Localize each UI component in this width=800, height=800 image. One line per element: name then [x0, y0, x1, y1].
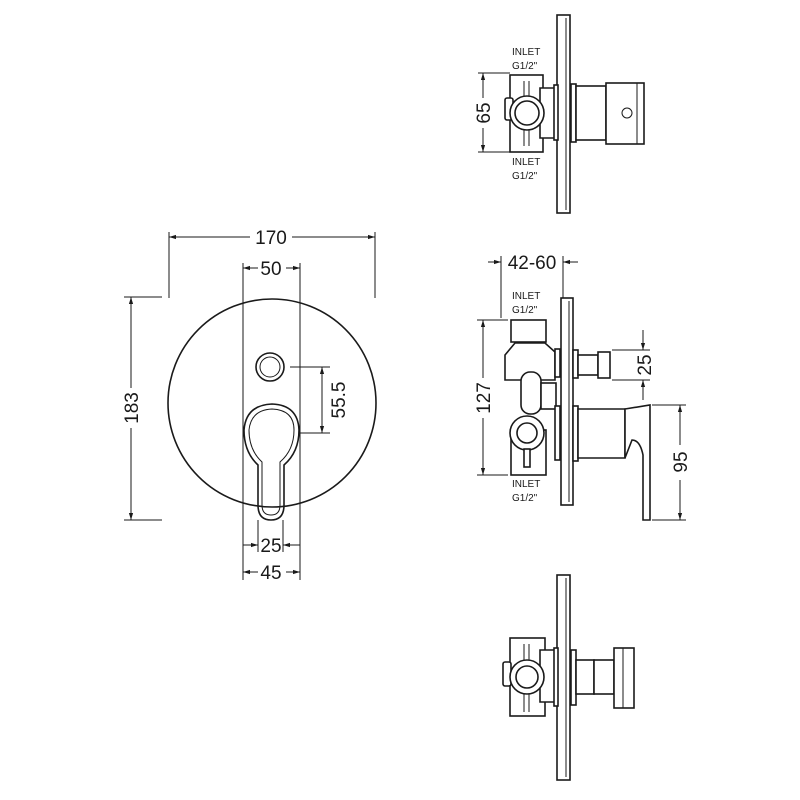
inlet-size-label: G1/2" — [512, 493, 538, 504]
handle-body — [577, 408, 626, 459]
dim-handle-width-label: 45 — [260, 563, 281, 584]
body-stub — [540, 382, 557, 410]
diverter-button-stem — [577, 354, 599, 376]
cover-plate — [167, 298, 377, 508]
dim-button-to-handle-label: 55.5 — [329, 382, 350, 419]
inlet-port-bore — [516, 422, 538, 444]
dim-lever-width-label: 25 — [260, 536, 281, 557]
inlet-port-bore — [515, 665, 539, 689]
spindle-cap — [605, 82, 645, 145]
dim-width-label: 170 — [255, 228, 287, 249]
inlet-label: INLET — [512, 479, 540, 490]
dim-handle-height-label: 95 — [671, 451, 692, 472]
dim-button-offset-label: 50 — [260, 259, 281, 280]
flange — [553, 647, 559, 707]
spindle-sleeve — [575, 85, 607, 141]
wall-plate — [560, 297, 574, 506]
dim-wall-depth-label: 42-60 — [508, 253, 557, 274]
wall-plate — [556, 14, 571, 214]
dim-button-height-label: 25 — [635, 354, 656, 375]
top-side-view: 65 INLET G1/2" INLET G1/2" — [474, 14, 645, 214]
inlet-size-label: G1/2" — [512, 305, 538, 316]
diverter-button — [255, 352, 285, 382]
label-background — [258, 563, 286, 581]
front-view: 170 50 55.5 183 25 45 — [122, 228, 377, 584]
flange — [554, 405, 561, 461]
inlet-size-label: G1/2" — [512, 171, 538, 182]
bottom-view — [502, 574, 635, 781]
top-inlet — [510, 319, 547, 343]
inlet-label: INLET — [512, 291, 540, 302]
lever-handle-inner-outline — [248, 408, 295, 516]
wall-plate — [556, 574, 571, 781]
dim-top-inlet-spacing-label: 65 — [474, 102, 495, 123]
flange — [553, 84, 559, 141]
lever-handle — [243, 403, 300, 521]
spindle-sleeve — [593, 659, 615, 695]
dim-height-label: 183 — [122, 392, 143, 424]
inlet-label: INLET — [512, 47, 540, 58]
side-view: 42-60 127 25 95 INLET G1/2" INLET G1/2" — [474, 253, 692, 521]
inlet-size-label: G1/2" — [512, 61, 538, 72]
diverter-button — [597, 351, 611, 379]
diverter-button-inner-ring — [259, 356, 281, 378]
connecting-pipe — [520, 371, 542, 415]
lever-handle — [624, 404, 651, 521]
inlet-port-bore — [514, 100, 540, 126]
inlet-label: INLET — [512, 157, 540, 168]
handle-hub — [613, 647, 635, 709]
spindle-sleeve — [575, 659, 595, 695]
bottom-inlet-stub — [523, 448, 531, 468]
label-background — [258, 258, 286, 278]
screw-icon — [621, 107, 633, 119]
flange — [554, 348, 561, 378]
dim-side-inlet-spacing-label: 127 — [474, 382, 495, 414]
